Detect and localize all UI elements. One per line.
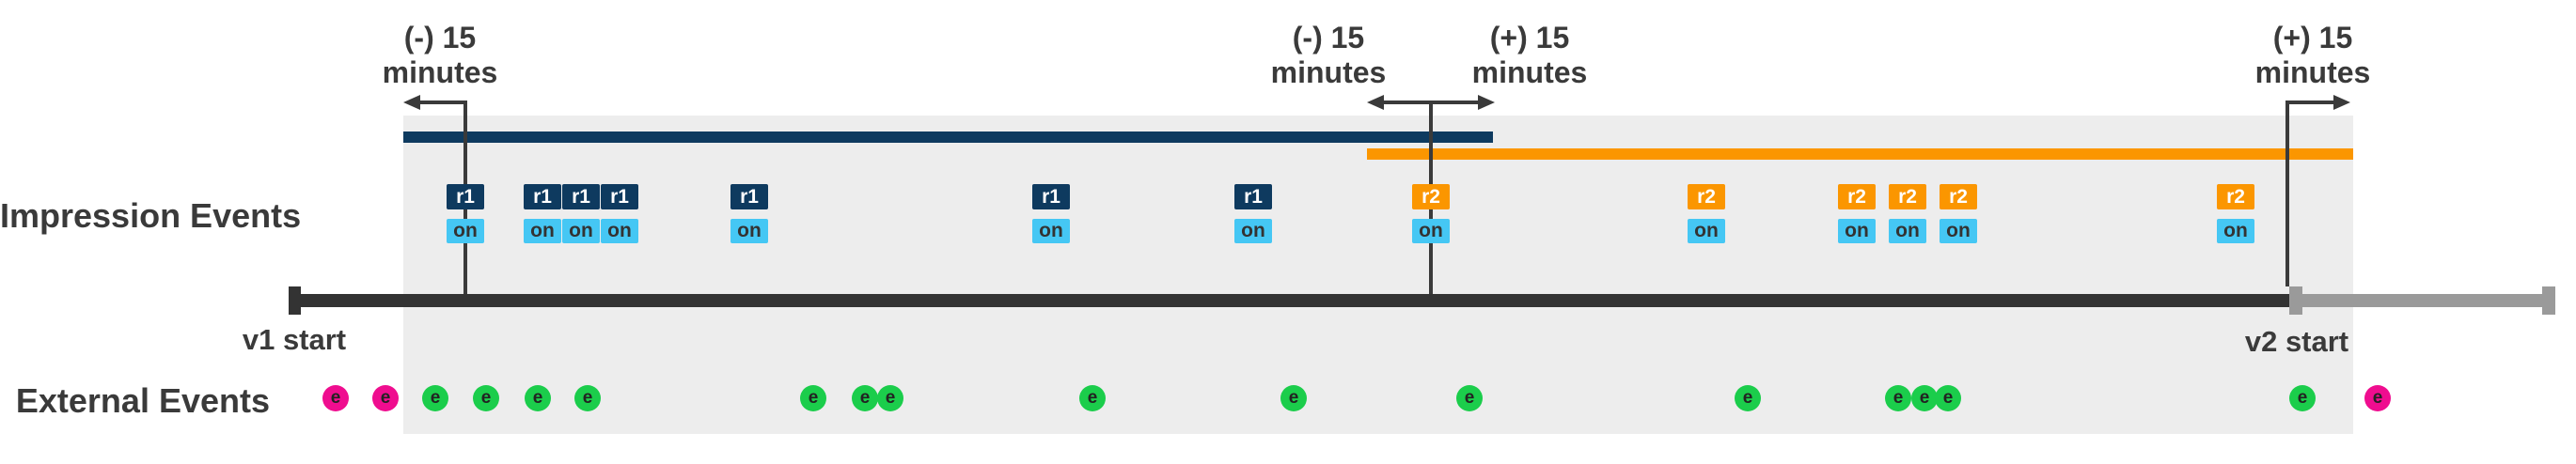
- v2-start-label: v2 start: [2244, 325, 2349, 358]
- annotation-line: (-) 15: [403, 21, 477, 54]
- impression-event-r1: r1 on: [1032, 184, 1070, 243]
- external-event-dot-green: e: [1911, 385, 1938, 411]
- impression-event-r2: r2 on: [1940, 184, 1977, 243]
- mid-plus-15-label: (+) 15 minutes: [1417, 21, 1642, 90]
- external-event-dot-green: e: [473, 385, 499, 411]
- on-badge: on: [1889, 219, 1926, 243]
- external-event-dot-green: e: [1885, 385, 1911, 411]
- mid-arrow-right-head-icon: [1478, 95, 1495, 110]
- v2-start-marker: [2285, 101, 2289, 286]
- external-event-dot-green: e: [574, 385, 601, 411]
- impression-events-row-label: Impression Events: [0, 196, 302, 235]
- timeline-end-tick: [2542, 286, 2555, 315]
- external-event-dot-green: e: [525, 385, 551, 411]
- v1-start-label: v1 start: [242, 323, 347, 356]
- annotation-line: (+) 15: [1489, 21, 1570, 54]
- external-event-dot-green: e: [852, 385, 878, 411]
- right-arrow-head-icon: [2333, 95, 2350, 110]
- external-event-dot-green: e: [1456, 385, 1483, 411]
- external-event-dot-magenta: e: [2364, 385, 2391, 411]
- on-badge: on: [447, 219, 484, 243]
- left-arrow-head-icon: [403, 95, 420, 110]
- v2-start-tick: [2289, 286, 2302, 315]
- impression-event-r1: r1 on: [562, 184, 600, 243]
- external-event-dot-green: e: [800, 385, 826, 411]
- annotation-line: (+) 15: [2272, 21, 2353, 54]
- impression-event-r1: r1 on: [1234, 184, 1272, 243]
- r2-badge: r2: [1838, 184, 1876, 209]
- external-event-dot-green: e: [1735, 385, 1761, 411]
- r1-badge: r1: [524, 184, 561, 209]
- external-event-dot-green: e: [422, 385, 448, 411]
- r1-badge: r1: [601, 184, 638, 209]
- r1-badge: r1: [562, 184, 600, 209]
- on-badge: on: [2217, 219, 2254, 243]
- r1-badge: r1: [1234, 184, 1272, 209]
- external-event-dot-magenta: e: [322, 385, 349, 411]
- v1-window-bar: [403, 131, 1493, 143]
- annotation-line: minutes: [1471, 55, 1588, 89]
- impression-event-r2: r2 on: [2217, 184, 2254, 243]
- external-event-dot-green: e: [877, 385, 903, 411]
- impression-event-r1: r1 on: [447, 184, 484, 243]
- impression-event-r1: r1 on: [730, 184, 768, 243]
- on-badge: on: [1940, 219, 1977, 243]
- on-badge: on: [1412, 219, 1450, 243]
- v1-start-tick: [289, 286, 301, 315]
- on-badge: on: [730, 219, 768, 243]
- annotation-line: minutes: [382, 55, 498, 89]
- right-arrow-line: [2287, 101, 2333, 104]
- impression-event-r2: r2 on: [1412, 184, 1450, 243]
- external-event-dot-magenta: e: [372, 385, 399, 411]
- annotation-line: (-) 15: [1292, 21, 1365, 54]
- mid-minus-15-label: (-) 15 minutes: [1216, 21, 1441, 90]
- r1-badge: r1: [730, 184, 768, 209]
- r2-badge: r2: [1889, 184, 1926, 209]
- external-event-dot-green: e: [1079, 385, 1106, 411]
- timeline-v1-segment: [289, 294, 2289, 307]
- impression-event-r2: r2 on: [1688, 184, 1725, 243]
- on-badge: on: [524, 219, 561, 243]
- r2-badge: r2: [1688, 184, 1725, 209]
- r2-badge: r2: [1940, 184, 1977, 209]
- annotation-line: minutes: [2254, 55, 2371, 89]
- impression-event-r2: r2 on: [1889, 184, 1926, 243]
- on-badge: on: [562, 219, 600, 243]
- r1-badge: r1: [447, 184, 484, 209]
- on-badge: on: [1838, 219, 1876, 243]
- analysis-window-panel: [403, 116, 2353, 434]
- mid-arrow-left-head-icon: [1367, 95, 1384, 110]
- external-events-row-label: External Events: [15, 381, 270, 420]
- on-badge: on: [1688, 219, 1725, 243]
- left-minus-15-label: (-) 15 minutes: [327, 21, 553, 90]
- external-event-dot-green: e: [1280, 385, 1307, 411]
- r1-badge: r1: [1032, 184, 1070, 209]
- timeline-v2-segment: [2289, 294, 2555, 307]
- on-badge: on: [1032, 219, 1070, 243]
- v2-window-bar: [1367, 148, 2353, 160]
- external-event-dot-green: e: [2289, 385, 2316, 411]
- r2-badge: r2: [1412, 184, 1450, 209]
- impression-event-r2: r2 on: [1838, 184, 1876, 243]
- impression-event-r1: r1 on: [601, 184, 638, 243]
- external-event-dot-green: e: [1935, 385, 1961, 411]
- left-arrow-line: [418, 101, 465, 104]
- r2-badge: r2: [2217, 184, 2254, 209]
- on-badge: on: [601, 219, 638, 243]
- right-plus-15-label: (+) 15 minutes: [2200, 21, 2426, 90]
- impression-event-r1: r1 on: [524, 184, 561, 243]
- annotation-line: minutes: [1270, 55, 1387, 89]
- on-badge: on: [1234, 219, 1272, 243]
